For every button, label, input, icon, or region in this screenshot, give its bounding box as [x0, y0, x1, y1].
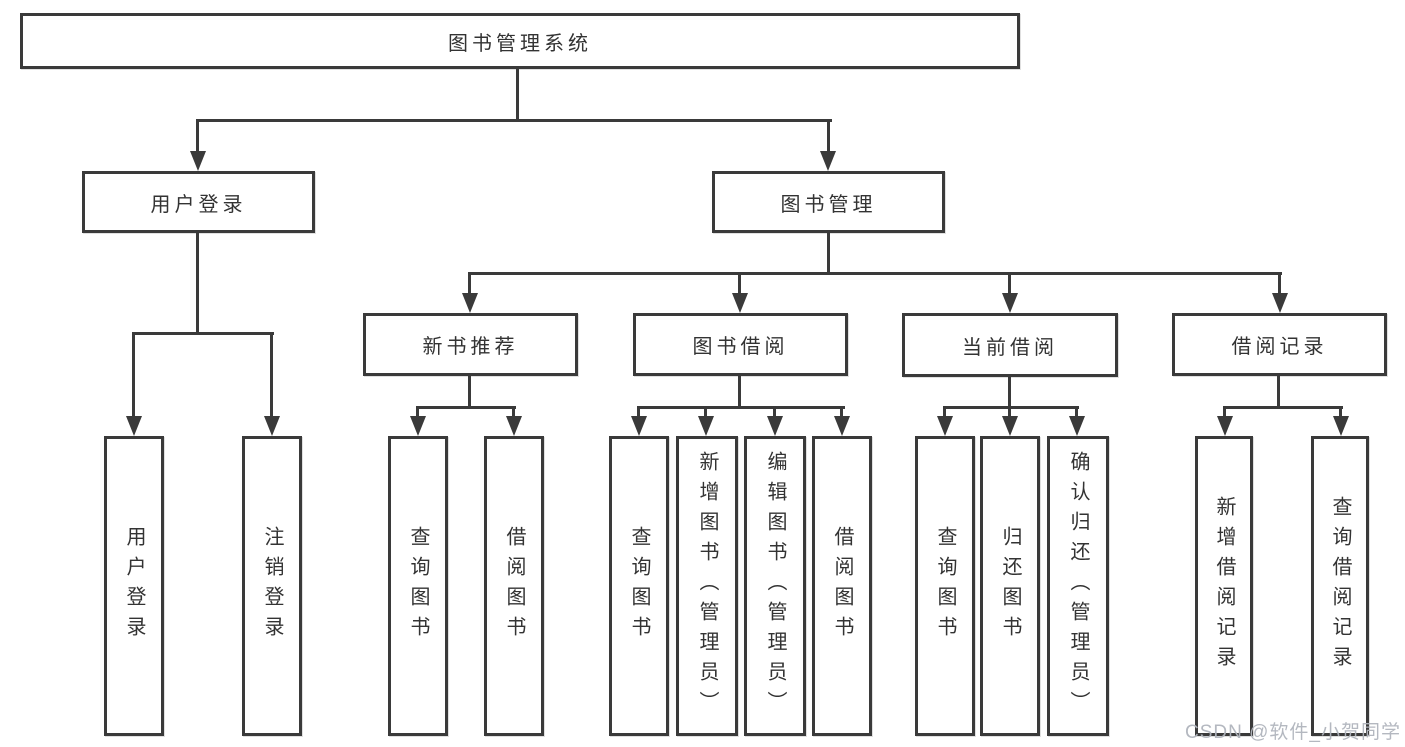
watermark-text: CSDN @软件_小贺同学 — [1185, 722, 1401, 743]
connector-line — [1075, 406, 1078, 418]
node-book-borrow: 图书借阅 — [633, 313, 848, 376]
leaf-borrow-add: 新增图书（管理员） — [676, 436, 738, 736]
arrow-down-icon — [937, 416, 953, 436]
connector-line — [827, 119, 830, 151]
connector-line — [196, 119, 832, 122]
arrow-down-icon — [820, 151, 836, 171]
arrow-down-icon — [1002, 416, 1018, 436]
arrow-down-icon — [410, 416, 426, 436]
connector-line — [468, 272, 1282, 275]
connector-line — [637, 406, 640, 418]
leaf-current-return-label: 归还图书 — [999, 526, 1021, 646]
node-new-book-recommend: 新书推荐 — [363, 313, 578, 376]
connector-line — [827, 233, 830, 275]
leaf-record-query: 查询借阅记录 — [1311, 436, 1369, 736]
connector-line — [132, 332, 135, 416]
leaf-borrow-edit-label: 编辑图书（管理员） — [764, 451, 786, 721]
node-current-borrow-label: 当前借阅 — [962, 336, 1058, 359]
leaf-borrow-add-label: 新增图书（管理员） — [696, 451, 718, 721]
arrow-down-icon — [506, 416, 522, 436]
leaf-newbook-borrow-label: 借阅图书 — [503, 526, 525, 646]
connector-line — [416, 406, 516, 409]
connector-line — [943, 406, 946, 418]
node-borrow-records-label: 借阅记录 — [1231, 336, 1328, 358]
arrow-down-icon — [1272, 293, 1288, 313]
leaf-record-add-label: 新增借阅记录 — [1213, 496, 1235, 676]
node-current-borrow: 当前借阅 — [902, 313, 1118, 377]
connector-line — [512, 406, 515, 418]
connector-line — [1008, 406, 1011, 418]
connector-line — [468, 272, 471, 294]
node-new-book-recommend-label: 新书推荐 — [422, 336, 519, 358]
leaf-borrow-edit: 编辑图书（管理员） — [744, 436, 806, 736]
connector-line — [637, 406, 845, 409]
node-book-management: 图书管理 — [712, 171, 945, 233]
connector-line — [1008, 377, 1011, 409]
connector-line — [132, 332, 274, 335]
arrow-down-icon — [264, 416, 280, 436]
leaf-newbook-borrow: 借阅图书 — [484, 436, 544, 736]
arrow-down-icon — [1069, 416, 1085, 436]
arrow-down-icon — [462, 293, 478, 313]
connector-line — [1339, 406, 1342, 418]
leaf-newbook-query: 查询图书 — [388, 436, 448, 736]
leaf-current-query: 查询图书 — [915, 436, 975, 736]
arrow-down-icon — [1217, 416, 1233, 436]
connector-line — [270, 332, 273, 416]
node-root: 图书管理系统 — [20, 13, 1020, 69]
leaf-current-confirm: 确认归还（管理员） — [1047, 436, 1109, 736]
leaf-borrow-borrow-label: 借阅图书 — [831, 526, 853, 646]
connector-line — [943, 406, 1079, 409]
leaf-newbook-query-label: 查询图书 — [407, 526, 429, 646]
connector-line — [1278, 272, 1281, 294]
connector-line — [840, 406, 843, 418]
arrow-down-icon — [1002, 293, 1018, 313]
arrow-down-icon — [126, 416, 142, 436]
leaf-current-confirm-label: 确认归还（管理员） — [1067, 451, 1089, 721]
leaf-borrow-query: 查询图书 — [609, 436, 669, 736]
leaf-borrow-borrow: 借阅图书 — [812, 436, 872, 736]
node-user-login: 用户登录 — [82, 171, 315, 233]
node-borrow-records: 借阅记录 — [1172, 313, 1387, 376]
connector-line — [196, 233, 199, 335]
connector-line — [1277, 376, 1280, 409]
connector-line — [468, 376, 471, 409]
connector-line — [1223, 406, 1343, 409]
arrow-down-icon — [767, 416, 783, 436]
leaf-logout-label: 注销登录 — [261, 526, 283, 646]
leaf-user-login: 用户登录 — [104, 436, 164, 736]
node-user-login-label: 用户登录 — [150, 193, 247, 216]
connector-line — [416, 406, 419, 418]
connector-line — [738, 272, 741, 294]
leaf-current-query-label: 查询图书 — [934, 526, 956, 646]
connector-line — [773, 406, 776, 418]
arrow-down-icon — [732, 293, 748, 313]
leaf-record-add: 新增借阅记录 — [1195, 436, 1253, 736]
node-book-management-label: 图书管理 — [780, 193, 877, 216]
arrow-down-icon — [631, 416, 647, 436]
node-book-borrow-label: 图书借阅 — [692, 336, 789, 358]
leaf-record-query-label: 查询借阅记录 — [1329, 496, 1351, 676]
leaf-user-login-label: 用户登录 — [123, 526, 145, 646]
connector-line — [1223, 406, 1226, 418]
connector-line — [738, 376, 741, 409]
arrow-down-icon — [1333, 416, 1349, 436]
node-root-label: 图书管理系统 — [448, 32, 592, 55]
leaf-logout: 注销登录 — [242, 436, 302, 736]
leaf-current-return: 归还图书 — [980, 436, 1040, 736]
connector-line — [196, 119, 199, 151]
arrow-down-icon — [834, 416, 850, 436]
arrow-down-icon — [190, 151, 206, 171]
connector-line — [1008, 272, 1011, 294]
connector-line — [516, 69, 519, 119]
leaf-borrow-query-label: 查询图书 — [628, 526, 650, 646]
arrow-down-icon — [698, 416, 714, 436]
connector-line — [704, 406, 707, 418]
